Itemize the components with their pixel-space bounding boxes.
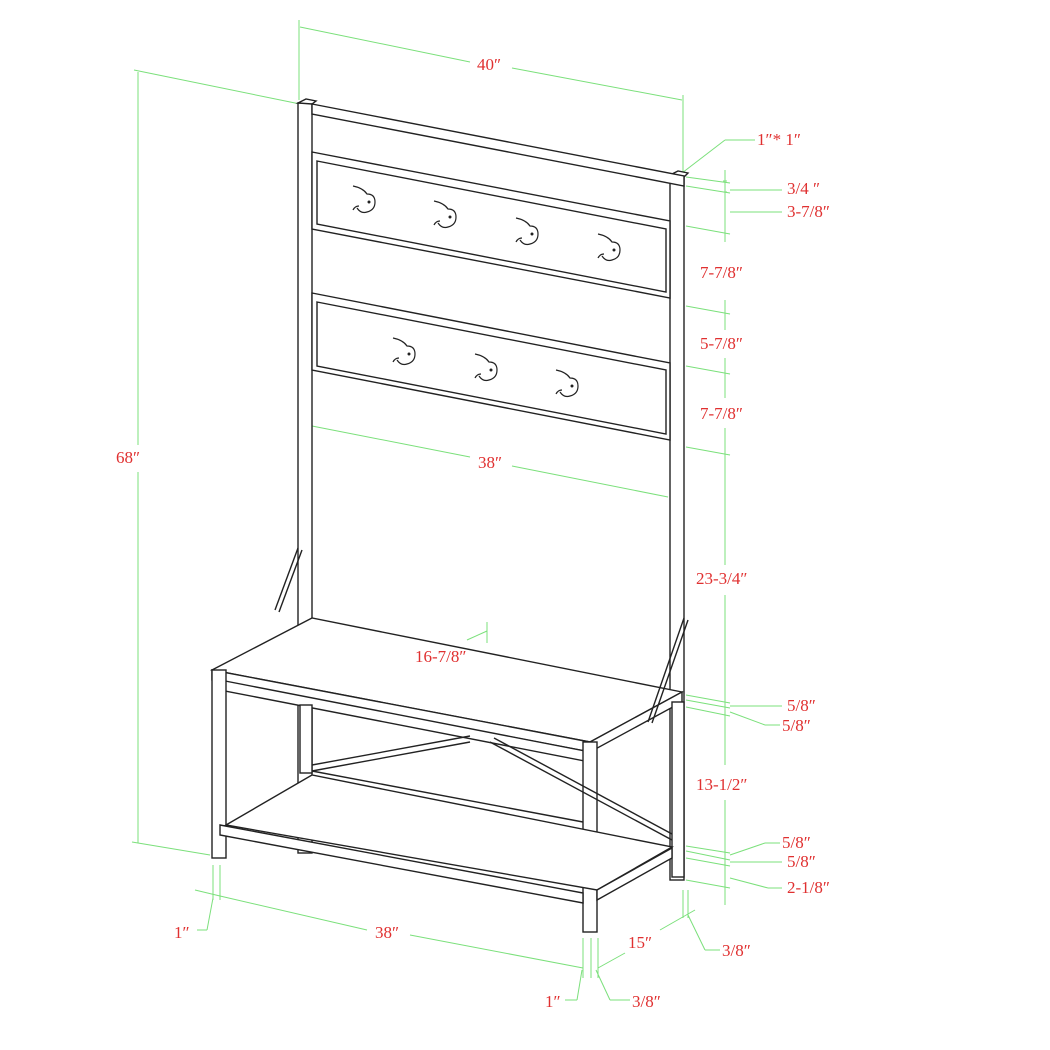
dim-leg-inset-front: 3/8″ bbox=[632, 992, 661, 1011]
dim-mid-gap: 5-7/8″ bbox=[700, 334, 743, 353]
hook-icon bbox=[392, 337, 416, 366]
dim-foot-height: 2-1/8″ bbox=[787, 878, 830, 897]
dim-inner-width: 38″ bbox=[478, 453, 503, 472]
dim-bench-width: 38″ bbox=[375, 923, 400, 942]
hook-icon bbox=[474, 353, 498, 382]
dim-top-gap: 3-7/8″ bbox=[787, 202, 830, 221]
dim-seat-top: 5/8″ bbox=[787, 696, 816, 715]
dim-seat-apron: 5/8″ bbox=[782, 716, 811, 735]
dim-back-open: 23-3/4″ bbox=[696, 569, 748, 588]
dim-top-rail: 3/4 ″ bbox=[787, 179, 821, 198]
dim-leg-inset-side: 3/8″ bbox=[722, 941, 751, 960]
hall-tree-frame bbox=[209, 98, 690, 933]
dim-total-depth: 15″ bbox=[628, 933, 653, 952]
hook-icon bbox=[352, 185, 376, 214]
dim-overall-height: 68″ bbox=[116, 448, 141, 467]
dim-lower-panel: 7-7/8″ bbox=[700, 404, 743, 423]
hook-icon bbox=[433, 200, 457, 229]
dim-bench-depth: 16-7/8″ bbox=[415, 647, 467, 666]
hook-icon bbox=[555, 369, 579, 398]
coat-hooks bbox=[352, 185, 621, 398]
hook-icon bbox=[515, 217, 539, 246]
dim-shelf-apron: 5/8″ bbox=[787, 852, 816, 871]
dim-bench-gap: 13-1/2″ bbox=[696, 775, 748, 794]
hook-icon bbox=[597, 233, 621, 262]
dim-upper-panel: 7-7/8″ bbox=[700, 263, 743, 282]
dim-leg-left: 1″ bbox=[174, 923, 190, 942]
dimension-lines bbox=[131, 20, 782, 1001]
dim-shelf-top: 5/8″ bbox=[782, 833, 811, 852]
dim-leg-front: 1″ bbox=[545, 992, 561, 1011]
dim-post-size: 1″* 1″ bbox=[757, 130, 801, 149]
dim-overall-width: 40″ bbox=[477, 55, 502, 74]
